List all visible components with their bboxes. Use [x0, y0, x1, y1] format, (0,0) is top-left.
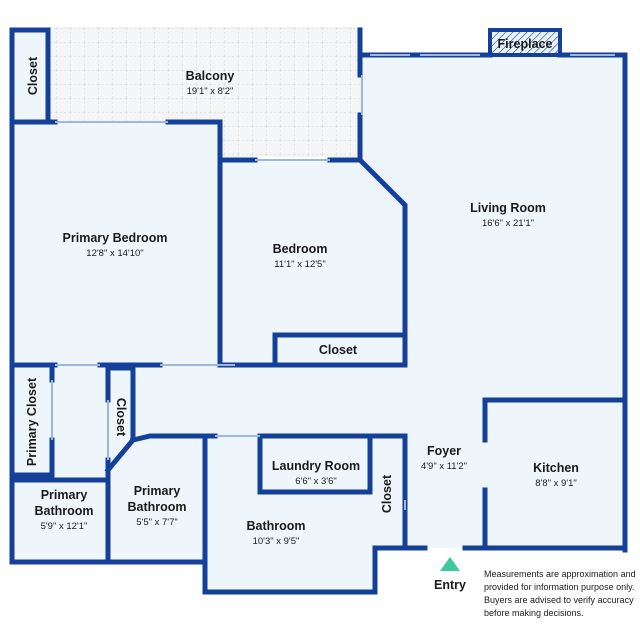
bedroom-name: Bedroom [273, 242, 328, 256]
balcony-dims: 19'1" x 8'2" [187, 86, 234, 97]
laundry-room-dims: 6'6" x 3'6" [295, 476, 337, 487]
hall-closet-label: Closet [114, 398, 128, 437]
bedroom-closet-label: Closet [319, 343, 358, 357]
disclaimer-line-3: Buyers are advised to verify accuracy [484, 595, 634, 605]
primary-bathroom-right-name-2: Bathroom [127, 500, 186, 514]
living-room-name: Living Room [470, 201, 546, 215]
bathroom-dims: 10'3" x 9'5" [253, 536, 300, 547]
bathroom-name: Bathroom [246, 519, 305, 533]
primary-bedroom-dims: 12'8" x 14'10" [86, 248, 143, 259]
primary-bedroom-name: Primary Bedroom [63, 231, 168, 245]
foyer-closet-label: Closet [380, 474, 394, 513]
laundry-room-name: Laundry Room [272, 459, 360, 473]
fireplace-label: Fireplace [498, 37, 553, 51]
primary-bathroom-left-name-2: Bathroom [34, 504, 93, 518]
primary-closet-label: Primary Closet [25, 377, 39, 466]
windows [51, 54, 615, 510]
foyer-dims: 4'9" x 11'2" [421, 461, 467, 472]
fireplace [488, 28, 562, 57]
foyer-name: Foyer [427, 444, 461, 458]
kitchen-name: Kitchen [533, 461, 579, 475]
closet-top-left-label: Closet [26, 56, 40, 95]
primary-bathroom-right-name-1: Primary [134, 484, 181, 498]
bedroom-dims: 11'1" x 12'5" [274, 259, 325, 270]
interior-floor [12, 55, 625, 592]
disclaimer-line-2: provided for information purpose only. [484, 582, 634, 592]
top-left-closet-floor [12, 30, 50, 122]
disclaimer-line-1: Measurements are approximation and [484, 569, 636, 579]
entry-label: Entry [434, 578, 466, 592]
entry-marker-icon [440, 557, 460, 571]
primary-bathroom-left-name-1: Primary [41, 488, 88, 502]
kitchen-dims: 8'8" x 9'1" [535, 478, 577, 489]
living-room-dims: 16'6" x 21'1" [482, 218, 534, 229]
primary-bathroom-right-dims: 5'5" x 7'7" [136, 517, 178, 528]
balcony-name: Balcony [186, 69, 235, 83]
disclaimer-line-4: before making decisions. [484, 608, 584, 618]
primary-bathroom-left-dims: 5'9" x 12'1" [41, 521, 88, 532]
